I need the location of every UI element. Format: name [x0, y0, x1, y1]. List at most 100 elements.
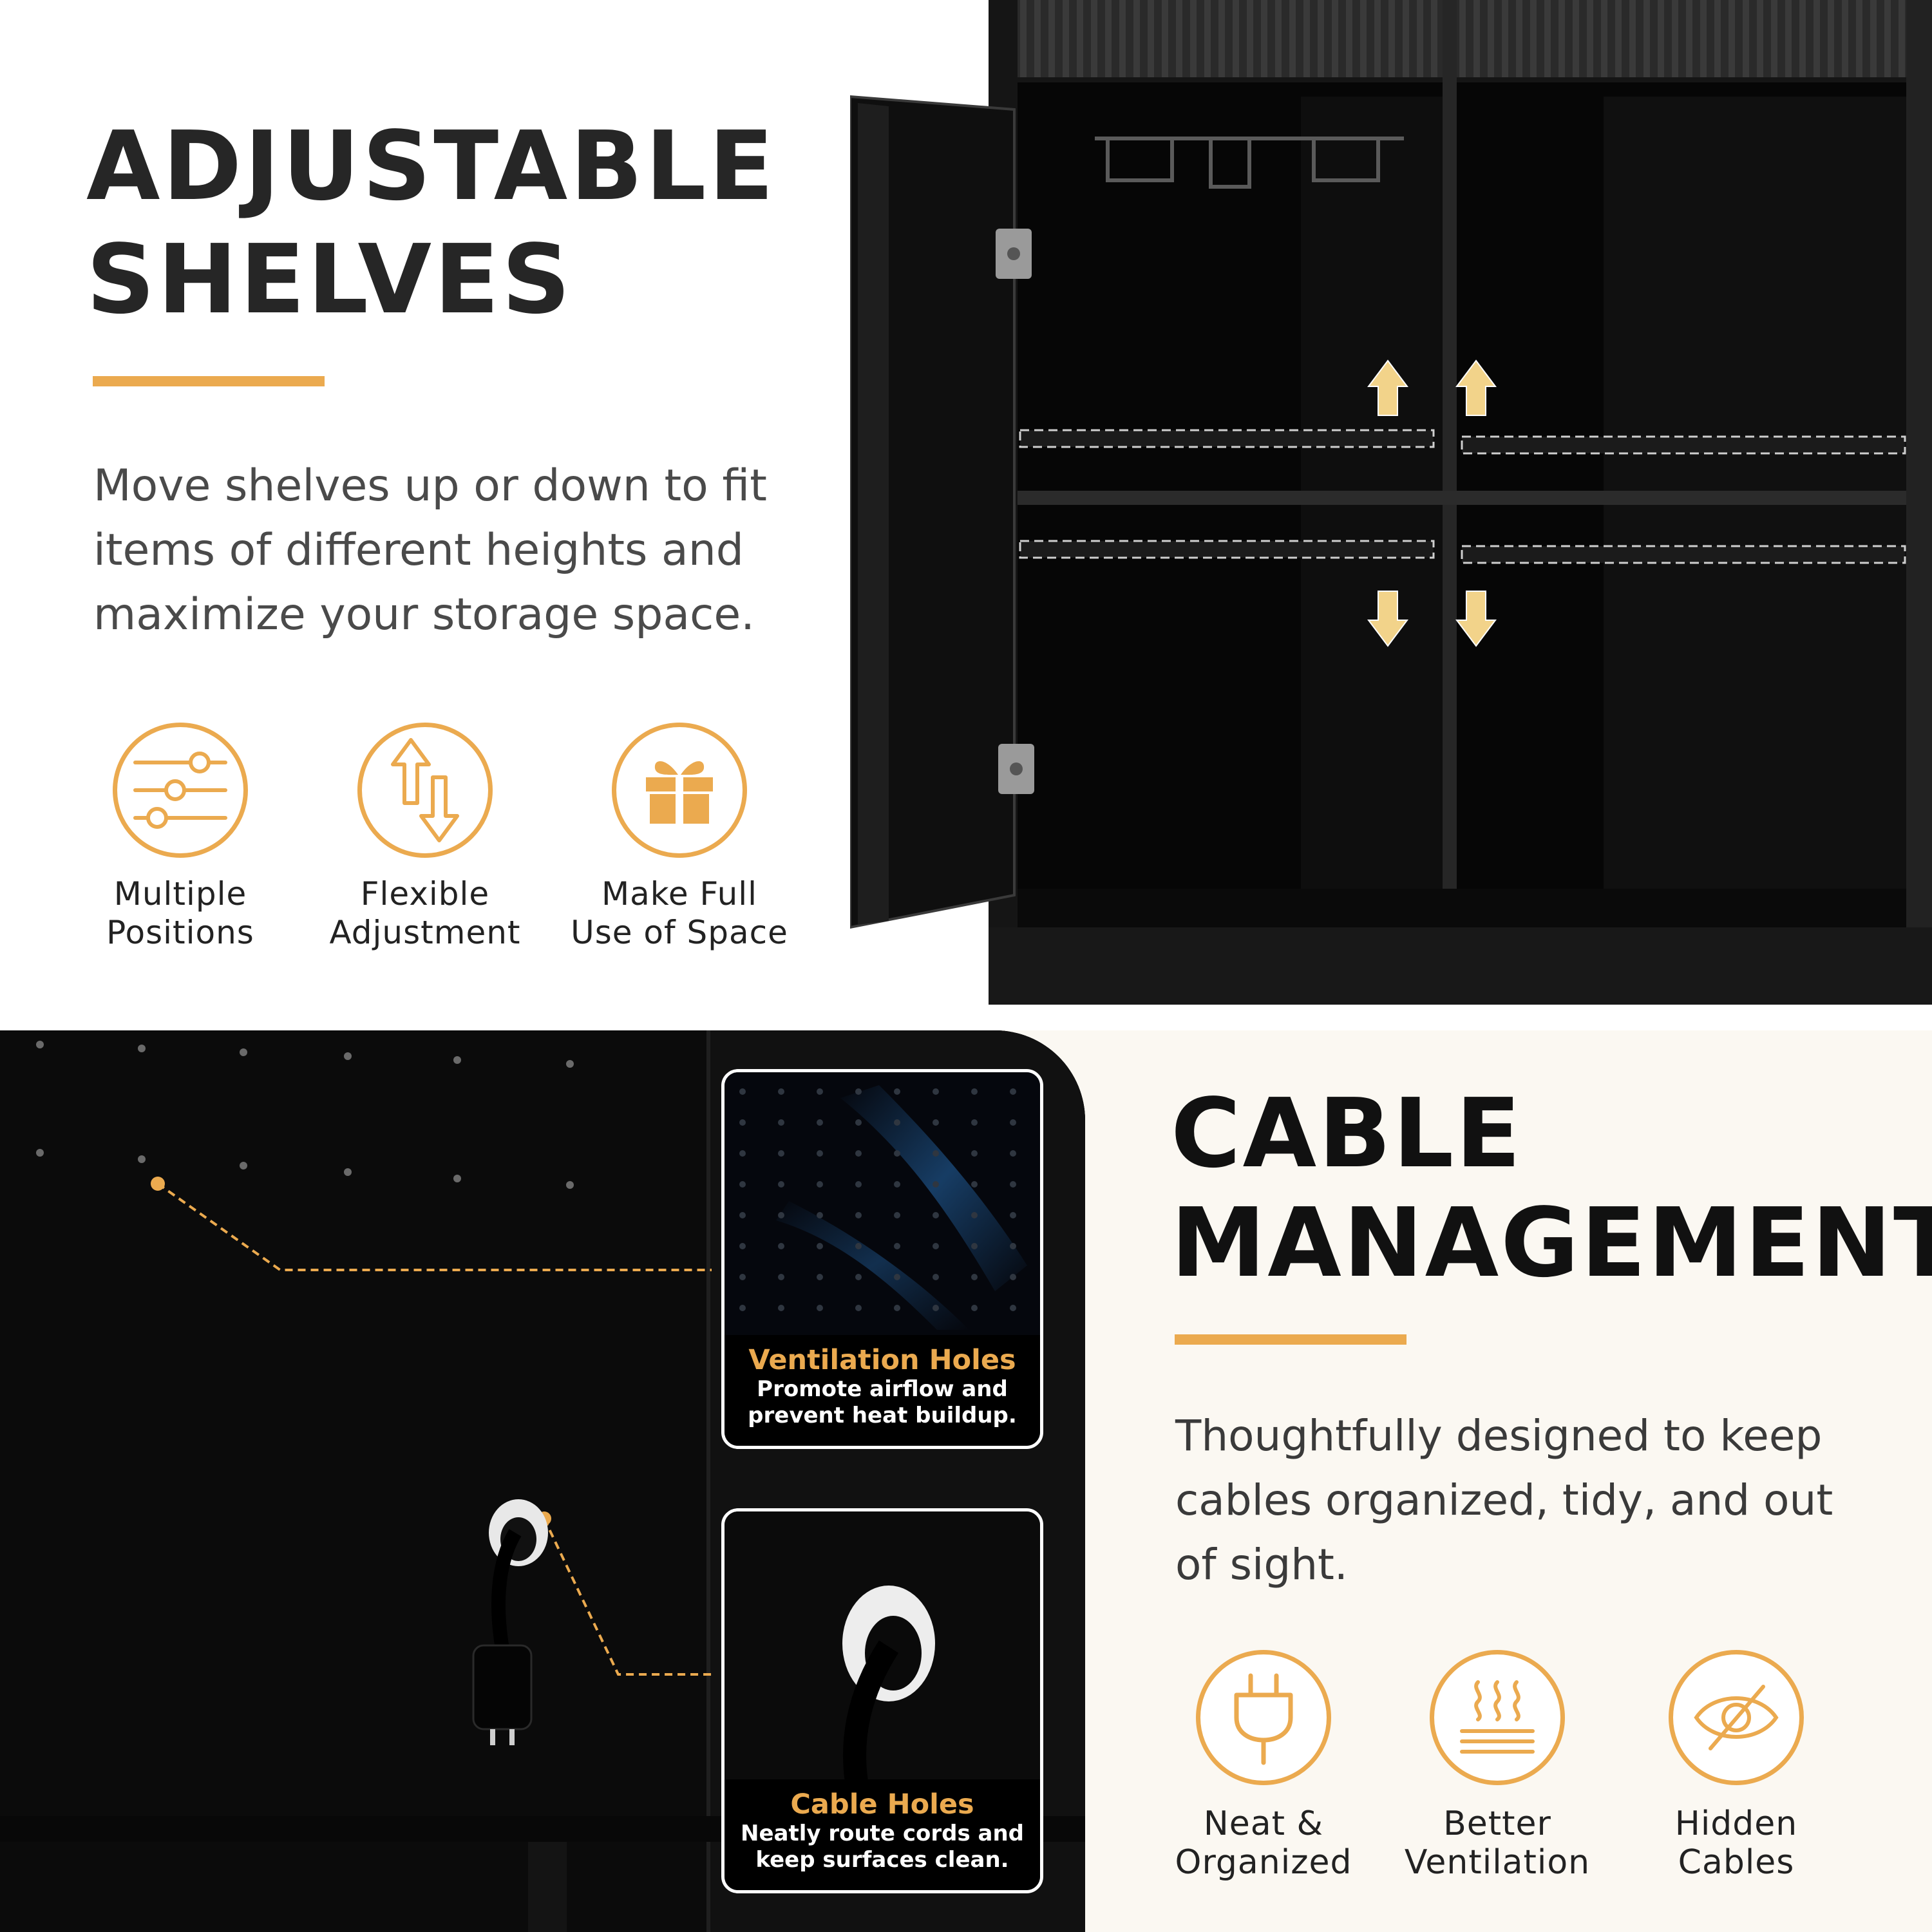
- vent-hole: [1010, 1150, 1016, 1157]
- vent-hole: [894, 1088, 900, 1095]
- callout-text: Neatly route cords and: [740, 1821, 1025, 1846]
- vent-hole: [1010, 1181, 1016, 1188]
- feature-icon-ring: [113, 723, 248, 858]
- vent-hole: [739, 1243, 746, 1249]
- section-title-cable-management: CABLE MANAGEMENT: [1171, 1079, 1932, 1298]
- vent-hole: [739, 1181, 746, 1188]
- vent-hole: [778, 1119, 784, 1126]
- feature-icon-ring: [357, 723, 493, 858]
- cabinet-photo: [850, 0, 1932, 1030]
- vent-hole: [778, 1274, 784, 1280]
- vent-hole: [739, 1150, 746, 1157]
- vent-hole: [778, 1150, 784, 1157]
- vent-hole: [1010, 1119, 1016, 1126]
- vent-hole: [855, 1212, 862, 1218]
- vent-hole: [739, 1274, 746, 1280]
- vent-hole: [855, 1274, 862, 1280]
- vent-hole: [1010, 1243, 1016, 1249]
- feature-neat-organized: Neat & Organized: [1141, 1650, 1386, 1882]
- gift-icon: [646, 761, 713, 824]
- vent-hole: [933, 1212, 939, 1218]
- feature-label: Use of Space: [571, 914, 788, 951]
- feature-label: Neat &: [1203, 1804, 1324, 1843]
- vent-hole: [894, 1243, 900, 1249]
- feature-label: Hidden: [1674, 1804, 1798, 1843]
- vent-hole: [1010, 1305, 1016, 1311]
- section-title-adjustable-shelves: ADJUSTABLE SHELVES: [86, 109, 776, 336]
- vent-hole: [933, 1305, 939, 1311]
- vent-hole: [817, 1243, 823, 1249]
- up-down-arrows-icon: [391, 738, 459, 842]
- vent-hole: [817, 1088, 823, 1095]
- vent-hole: [1010, 1088, 1016, 1095]
- callout-cable-holes: Cable Holes Neatly route cords and keep …: [721, 1508, 1043, 1893]
- vent-hole: [778, 1181, 784, 1188]
- vent-hole: [778, 1243, 784, 1249]
- vent-hole: [971, 1088, 978, 1095]
- vent-hole: [894, 1119, 900, 1126]
- vent-hole: [971, 1119, 978, 1126]
- vent-hole: [855, 1088, 862, 1095]
- vent-hole: [739, 1088, 746, 1095]
- vent-hole: [817, 1274, 823, 1280]
- vent-hole: [1010, 1274, 1016, 1280]
- callout-text: prevent heat buildup.: [748, 1403, 1017, 1428]
- vent-hole: [971, 1181, 978, 1188]
- ventilation-closeup: [724, 1072, 1040, 1336]
- feature-label: Organized: [1175, 1843, 1352, 1882]
- vent-hole: [933, 1274, 939, 1280]
- vent-hole: [778, 1212, 784, 1218]
- vent-hole: [817, 1212, 823, 1218]
- vent-hole: [739, 1305, 746, 1311]
- section-description: Move shelves up or down to fit items of …: [93, 460, 767, 640]
- cable-hole-closeup: [724, 1511, 1040, 1782]
- vent-hole: [778, 1088, 784, 1095]
- accent-divider: [93, 376, 325, 386]
- callout-title: Ventilation Holes: [748, 1344, 1016, 1376]
- vent-hole: [894, 1150, 900, 1157]
- callout-caption: Cable Holes Neatly route cords and keep …: [724, 1779, 1040, 1890]
- shelf-arrows: [1367, 359, 1497, 647]
- section-description: Thoughtfully designed to keep cables org…: [1175, 1411, 1833, 1589]
- feature-multiple-positions: Multiple Positions: [64, 723, 296, 952]
- hidden-eye-icon: [1694, 1685, 1779, 1750]
- vent-hole: [817, 1150, 823, 1157]
- feature-icon-ring: [1196, 1650, 1331, 1785]
- callout-text: keep surfaces clean.: [755, 1847, 1009, 1873]
- vent-hole: [894, 1305, 900, 1311]
- vent-hole: [739, 1119, 746, 1126]
- vent-hole: [894, 1274, 900, 1280]
- feature-icon-ring: [1669, 1650, 1804, 1785]
- vent-hole: [971, 1243, 978, 1249]
- feature-label: Make Full: [601, 875, 758, 913]
- vent-hole: [739, 1212, 746, 1218]
- vent-hole: [855, 1150, 862, 1157]
- feature-flexible-adjustment: Flexible Adjustment: [309, 723, 541, 952]
- sliders-icon: [133, 752, 227, 829]
- title-line: MANAGEMENT: [1171, 1188, 1932, 1298]
- vent-hole: [817, 1119, 823, 1126]
- vent-hole: [971, 1305, 978, 1311]
- vent-hole: [971, 1274, 978, 1280]
- accent-divider: [1175, 1334, 1406, 1345]
- vent-hole: [933, 1181, 939, 1188]
- title-line: CABLE: [1171, 1078, 1523, 1189]
- feature-label: Cables: [1678, 1843, 1795, 1882]
- plug-icon: [1234, 1673, 1293, 1765]
- title-line: SHELVES: [86, 224, 573, 335]
- heat-waves-icon: [1460, 1680, 1535, 1754]
- callout-ventilation-holes: Ventilation Holes Promote airflow and pr…: [721, 1069, 1043, 1449]
- feature-hidden-cables: Hidden Cables: [1614, 1650, 1859, 1882]
- vent-hole: [933, 1119, 939, 1126]
- vent-hole: [855, 1243, 862, 1249]
- title-line: ADJUSTABLE: [86, 111, 777, 222]
- vent-hole: [855, 1305, 862, 1311]
- feature-label: Flexible: [360, 875, 490, 913]
- vent-hole: [971, 1212, 978, 1218]
- feature-make-full-use-of-space: Make Full Use of Space: [564, 723, 795, 952]
- vent-hole: [933, 1243, 939, 1249]
- vent-hole: [855, 1119, 862, 1126]
- feature-label: Positions: [106, 914, 254, 951]
- feature-label: Better: [1443, 1804, 1551, 1843]
- callout-title: Cable Holes: [790, 1788, 974, 1821]
